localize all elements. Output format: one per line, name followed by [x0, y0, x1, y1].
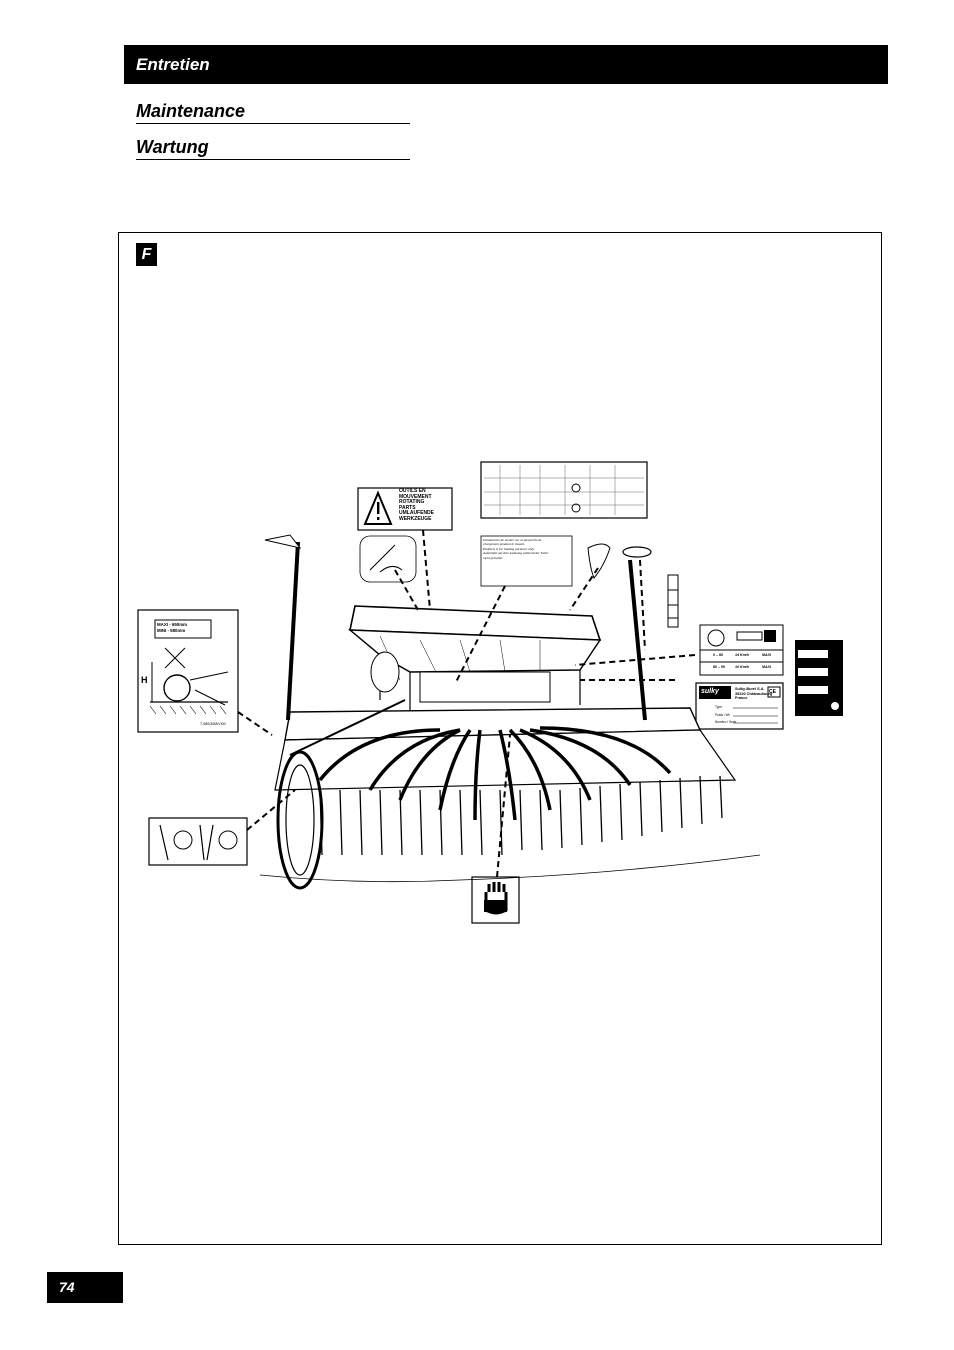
chain-adjust-decal — [148, 817, 248, 866]
note-line: Introduction de monter sur la passerelle… — [483, 538, 542, 542]
speed-row2-max: MAXI — [762, 665, 771, 669]
tool-arrow — [289, 699, 406, 756]
row-marker-right — [628, 559, 647, 721]
height-h-marker: H — [141, 675, 148, 685]
note-line: Aufenthalt auf dem Ladesteg während der … — [483, 551, 549, 556]
speed-row1-speed: 14 Km/h — [735, 653, 749, 657]
speed-row1-max: MAXI — [762, 653, 771, 657]
maker-company-block: Sulky-Burel S.A. 35220 Châteaubourg Fran… — [735, 687, 772, 701]
grease-icon — [587, 543, 611, 579]
warning-line: ROTATING — [399, 499, 425, 506]
maker-fields: Type Poids / Wt Numéro / Serie — [715, 704, 736, 727]
note-line: chargement pendant le travail. — [483, 542, 525, 547]
ground-line — [259, 854, 761, 883]
black-instruction-panel — [795, 640, 843, 716]
maker-country: France — [735, 696, 748, 701]
height-label-decal — [137, 609, 239, 733]
depth-scale-strip — [667, 574, 679, 628]
row-marker-left — [264, 534, 302, 721]
warning-line: WERKZEUGE — [399, 515, 432, 522]
section-title-banner: Entretien — [124, 45, 888, 84]
maker-plate — [695, 682, 784, 730]
gloves-icon — [471, 876, 520, 924]
platform-note-text: Introduction de monter sur la passerelle… — [483, 538, 570, 560]
warning-line: OUTILS EN — [399, 488, 426, 494]
hazard-pictogram — [359, 535, 417, 583]
maker-address: 35220 Châteaubourg — [735, 691, 773, 696]
section-title: Entretien — [136, 55, 210, 74]
seed-tubes — [318, 726, 672, 821]
figure-frame — [118, 232, 882, 1245]
height-mini: MINI - 580mm — [157, 627, 186, 633]
seed-hopper — [347, 605, 602, 710]
marker-disc-icon — [622, 546, 652, 558]
speed-row2-speed: 10 Km/h — [735, 665, 749, 669]
subtitle-maintenance: Maintenance — [136, 101, 410, 124]
warning-line: MOUVEMENT — [399, 493, 432, 500]
page-number: 74 — [59, 1279, 75, 1295]
page-number-badge: 74 — [47, 1272, 123, 1303]
height-maxi: MAXI - 650mm — [157, 622, 188, 627]
speed-limit-decal — [699, 624, 784, 676]
instruction-decal — [480, 461, 648, 519]
harrow-tines — [319, 775, 723, 856]
platform-note-decal — [480, 535, 573, 587]
note-line: Platform is for loading purposes only. — [483, 546, 535, 551]
note-line: nicht gestattet. — [483, 555, 503, 560]
leader-lines — [237, 529, 696, 878]
maker-company: Sulky-Burel S.A. — [735, 687, 765, 691]
warning-line: PARTS — [399, 504, 416, 511]
warning-line: UMLAUFENDE — [399, 510, 434, 517]
drive-wheel — [276, 750, 324, 890]
speed-row1-range: 0 – 80 — [713, 653, 723, 657]
maker-field: Numéro / Serie — [715, 720, 737, 724]
maker-brand: sulky — [701, 688, 719, 695]
speed-row2-range: 80 – 90 — [713, 665, 725, 669]
maker-field: Poids / Wt — [715, 712, 730, 717]
ce-mark: CE — [769, 689, 776, 695]
maker-field: Type — [715, 705, 722, 709]
rotating-parts-warning-decal — [357, 487, 453, 531]
warning-label-text: OUTILS EN MOUVEMENT ROTATING PARTS UMLAU… — [399, 488, 451, 523]
height-label-ref: 7-080/30M/VI00 — [200, 722, 226, 726]
subtitle-wartung: Wartung — [136, 137, 410, 160]
figure-badge: F — [136, 243, 157, 266]
height-values: MAXI - 650mm MINI - 580mm — [157, 622, 187, 633]
